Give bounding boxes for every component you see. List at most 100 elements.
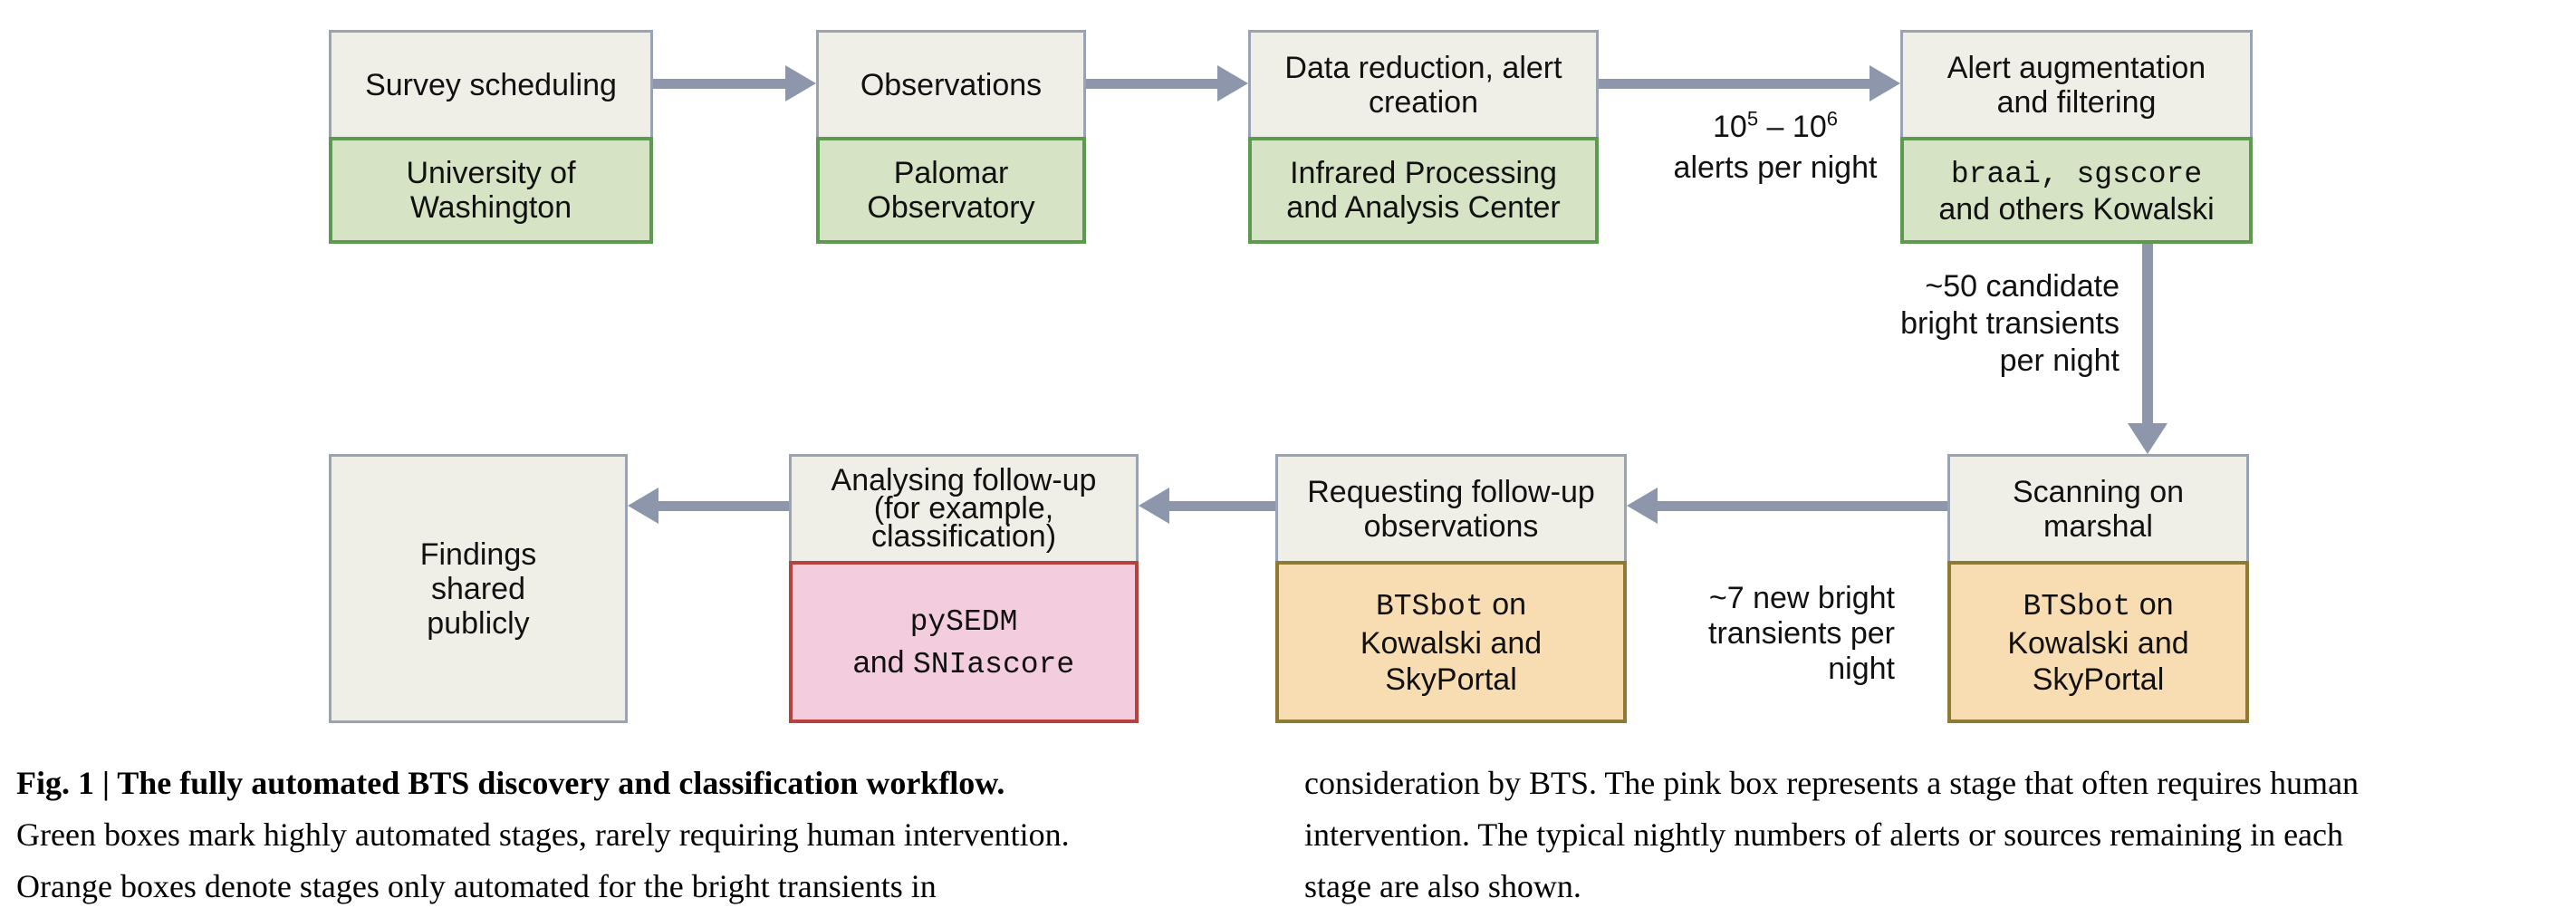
- annotation-line: transients per: [1708, 616, 1895, 651]
- stage-label-observations: Observations: [816, 30, 1086, 137]
- stage-text: classification): [870, 519, 1057, 554]
- stage-text: observations: [1363, 508, 1539, 544]
- entity-braai-sgscore-kowalski: braai, sgscore and others Kowalski: [1900, 137, 2253, 244]
- stage-label-alert-augmentation: Alert augmentation and filtering: [1900, 30, 2253, 137]
- value-base: 10: [1713, 110, 1747, 144]
- annotation-line: ~7 new bright: [1708, 581, 1895, 615]
- tools-line: Kowalski and: [1360, 626, 1543, 661]
- value-exponent: 6: [1826, 107, 1838, 130]
- tools-line: SkyPortal: [2032, 662, 2165, 697]
- annotation-candidates-per-night: ~50 candidate bright transients per nigh…: [1830, 268, 2119, 380]
- entity-line: Washington: [409, 190, 572, 225]
- entity-btsbot-kowalski-skyportal: BTSbot on Kowalski and SkyPortal: [1947, 561, 2249, 723]
- flow-box-findings-shared: Findings shared publicly: [329, 454, 628, 723]
- stage-text: Observations: [860, 67, 1043, 102]
- annotation-line: alerts per night: [1673, 150, 1878, 185]
- value-separator: –: [1758, 110, 1793, 144]
- arrow-head-right-icon: [1870, 65, 1900, 101]
- stage-text: (for example,: [873, 491, 1054, 526]
- caption-line: intervention. The typical nightly number…: [1304, 816, 2344, 853]
- entity-university-of-washington: University of Washington: [329, 137, 653, 244]
- arrow-shaft: [1086, 78, 1217, 89]
- tool-name-mono: BTSbot: [2023, 590, 2131, 623]
- stage-text: Data reduction, alert: [1284, 50, 1562, 85]
- flow-box-alert-augmentation: Alert augmentation and filtering braai, …: [1900, 30, 2253, 244]
- tools-line: braai, sgscore: [1951, 155, 2202, 192]
- stage-label-requesting: Requesting follow-up observations: [1275, 454, 1627, 561]
- arrow-head-left-icon: [628, 488, 658, 524]
- arrow-head-left-icon: [1139, 488, 1169, 524]
- arrow-requesting-to-analysing: [1139, 488, 1275, 524]
- annotation-line-exponents: 105 – 106: [1630, 107, 1920, 148]
- caption-line: stage are also shown.: [1304, 868, 1581, 904]
- arrow-shaft: [2142, 244, 2153, 423]
- tools-line: Kowalski and: [2007, 626, 2189, 661]
- tool-name-mono: BTSbot: [1375, 590, 1484, 623]
- arrow-analysing-to-findings: [628, 488, 789, 524]
- entity-line: Observatory: [867, 190, 1035, 225]
- tool-name-mono: braai, sgscore: [1950, 157, 2203, 191]
- annotation-line: per night: [1999, 343, 2119, 378]
- arrow-head-right-icon: [785, 65, 816, 101]
- annotation-line: night: [1828, 652, 1895, 686]
- stage-text: Analysing follow-up: [831, 463, 1097, 497]
- arrow-head-down-icon: [2128, 423, 2167, 454]
- stage-text: publicly: [427, 605, 530, 641]
- stage-label-data-reduction: Data reduction, alert creation: [1248, 30, 1599, 137]
- entity-line: and Analysis Center: [1286, 190, 1561, 225]
- arrow-observations-to-data-reduction: [1086, 65, 1248, 101]
- entity-ipac: Infrared Processing and Analysis Center: [1248, 137, 1599, 244]
- entity-line: University of: [406, 156, 576, 190]
- stage-text: Requesting follow-up: [1307, 474, 1595, 509]
- stage-label-scanning: Scanning on marshal: [1947, 454, 2249, 561]
- flow-box-analysing-followup: Analysing follow-up (for example, classi…: [789, 454, 1139, 723]
- annotation-line: bright transients: [1900, 306, 2119, 341]
- tool-name-mono: SNIascore: [912, 647, 1075, 681]
- arrow-scanning-to-requesting: [1627, 488, 1947, 524]
- arrow-alert-augmentation-to-scanning: [2128, 244, 2167, 454]
- tools-line: and others Kowalski: [1938, 191, 2215, 227]
- tool-plain: on: [1483, 587, 1527, 622]
- value-base: 10: [1792, 110, 1827, 144]
- flow-box-scanning-marshal: Scanning on marshal BTSbot on Kowalski a…: [1947, 454, 2249, 723]
- stage-text: shared: [431, 571, 525, 606]
- tools-line: BTSbot on: [2023, 586, 2173, 625]
- tools-line: SkyPortal: [1385, 662, 1517, 697]
- stage-text: creation: [1369, 84, 1478, 120]
- arrow-head-right-icon: [1217, 65, 1248, 101]
- figure-title: Fig. 1 | The fully automated BTS discove…: [16, 765, 1005, 801]
- flow-box-requesting-followup: Requesting follow-up observations BTSbot…: [1275, 454, 1627, 723]
- caption-left-column: Fig. 1 | The fully automated BTS discove…: [16, 758, 1284, 908]
- entity-btsbot-kowalski-skyportal: BTSbot on Kowalski and SkyPortal: [1275, 561, 1627, 723]
- tools-line: and SNIascore: [853, 642, 1074, 685]
- arrow-head-left-icon: [1627, 488, 1658, 524]
- entity-line: Palomar: [893, 156, 1009, 190]
- stage-text: Alert augmentation: [1946, 50, 2206, 85]
- flow-box-data-reduction: Data reduction, alert creation Infrared …: [1248, 30, 1599, 244]
- arrow-shaft: [1169, 500, 1275, 511]
- arrow-shaft: [653, 78, 785, 89]
- tool-name-mono: pySEDM: [909, 604, 1018, 639]
- tool-plain: on: [2130, 587, 2174, 622]
- stage-label-findings: Findings shared publicly: [329, 454, 628, 723]
- caption-line: consideration by BTS. The pink box repre…: [1304, 765, 2360, 801]
- stage-text: and filtering: [1996, 84, 2157, 120]
- flow-box-survey-scheduling: Survey scheduling University of Washingt…: [329, 30, 653, 244]
- arrow-shaft: [658, 500, 789, 511]
- stage-text: Scanning on: [2012, 474, 2185, 509]
- stage-label-analysing: Analysing follow-up (for example, classi…: [789, 454, 1139, 561]
- stage-text: Survey scheduling: [365, 67, 617, 102]
- flow-box-observations: Observations Palomar Observatory: [816, 30, 1086, 244]
- caption-line: Green boxes mark highly automated stages…: [16, 816, 1070, 853]
- tools-line: pySEDM: [910, 600, 1018, 642]
- entity-pysedm-sniascore: pySEDM and SNIascore: [789, 561, 1139, 723]
- arrow-data-reduction-to-alert-augmentation: [1599, 65, 1900, 101]
- stage-text: Findings: [419, 536, 537, 572]
- annotation-line: ~50 candidate: [1925, 269, 2119, 304]
- arrow-shaft: [1599, 78, 1870, 89]
- entity-line: Infrared Processing: [1290, 156, 1557, 190]
- caption-line: Orange boxes denote stages only automate…: [16, 868, 937, 904]
- annotation-new-transients-per-night: ~7 new bright transients per night: [1605, 581, 1895, 687]
- tool-plain: and: [852, 644, 913, 680]
